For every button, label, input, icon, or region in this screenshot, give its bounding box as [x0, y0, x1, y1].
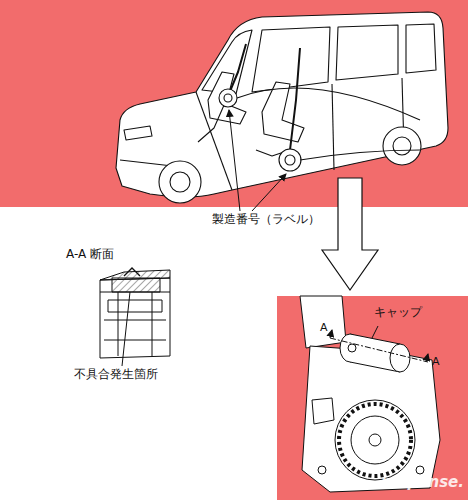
part-label: 製造番号（ラベル）: [212, 213, 320, 226]
top-panel: [0, 0, 468, 207]
section-drawing: [100, 268, 170, 366]
watermark: response.: [381, 474, 464, 491]
retractor-detail: [300, 296, 440, 492]
section-title: A-A 断面: [66, 248, 114, 261]
van-drawing: [116, 12, 448, 203]
part-label: キャップ: [374, 306, 422, 319]
defect-note: 不具合発生箇所: [74, 368, 158, 381]
detail-panel: [277, 296, 468, 500]
section-mark: A: [320, 322, 328, 334]
leader-lines: [229, 110, 286, 211]
section-mark: A: [432, 356, 440, 368]
down-arrow: [322, 178, 378, 290]
